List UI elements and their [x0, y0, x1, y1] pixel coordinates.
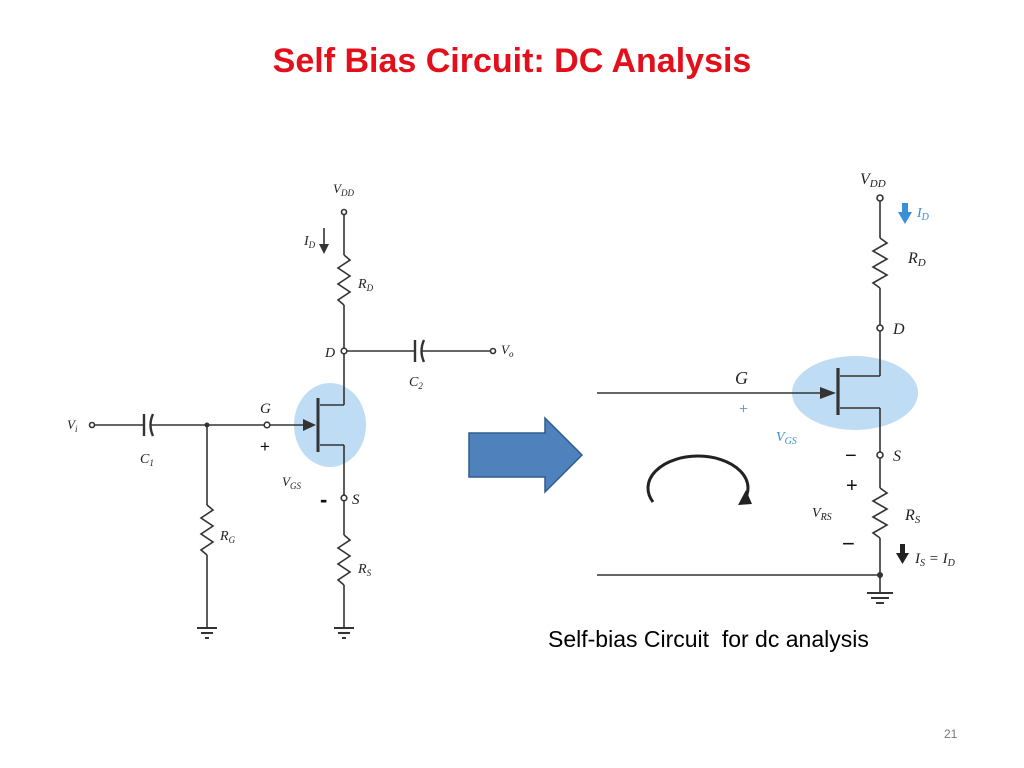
left-vi-label: V: [67, 417, 77, 432]
left-vi-terminal: [88, 421, 96, 429]
right-jfet-highlight: [792, 356, 918, 430]
left-vo-terminal: [489, 347, 497, 355]
left-d-label: D: [324, 346, 335, 361]
left-g-node: [263, 421, 271, 429]
left-vgs-label: V: [282, 474, 292, 489]
svg-text:VRS: VRS: [812, 506, 832, 523]
svg-text:Vo: Vo: [501, 342, 514, 359]
svg-text:RD: RD: [357, 277, 374, 293]
svg-text:C1: C1: [140, 452, 154, 468]
left-id-arrow: [319, 244, 329, 254]
page-number: 21: [944, 727, 958, 741]
left-s-node: [340, 494, 348, 502]
right-vgs-label: V: [776, 430, 786, 445]
loop-arrow: [646, 454, 750, 503]
right-g-label: G: [735, 368, 748, 388]
right-minus-label: −: [845, 445, 857, 467]
right-s-node: [876, 451, 884, 459]
left-labels: VDD ID RD D C2 Vo Vi C1 G + VGS - S RG R…: [67, 181, 514, 578]
left-vdd-terminal: [340, 208, 348, 216]
svg-text:VDD: VDD: [333, 181, 354, 198]
right-is-label: I: [914, 551, 921, 567]
right-d-label: D: [892, 321, 905, 338]
right-d-node: [876, 324, 884, 332]
left-minus-label: -: [320, 487, 327, 512]
svg-text:RS: RS: [357, 562, 372, 578]
svg-text:ID: ID: [303, 234, 316, 250]
left-jfet-highlight: [294, 383, 366, 467]
right-vrs-plus-label: +: [846, 475, 858, 497]
right-labels: VDD ID RD D G + VGS − S + VRS − RS IS = …: [735, 171, 956, 569]
svg-text:ID: ID: [916, 206, 930, 223]
right-plus-label: +: [738, 401, 749, 418]
right-gate-arrow: [820, 387, 836, 399]
right-rs-resistor: [871, 487, 889, 539]
left-vo-label: V: [501, 342, 511, 357]
left-rd-label: R: [357, 277, 367, 292]
svg-text:C2: C2: [409, 375, 423, 391]
svg-text:VGS: VGS: [776, 430, 797, 447]
left-c1-label: C: [140, 452, 150, 467]
figure-caption: Self-bias Circuit for dc analysis: [548, 626, 869, 652]
left-vdd-label: V: [333, 181, 343, 196]
left-rd-resistor: [336, 254, 352, 306]
left-g-label: G: [260, 401, 271, 417]
slide-title: Self Bias Circuit: DC Analysis: [272, 42, 752, 80]
left-plus-label: +: [260, 437, 270, 456]
left-rg-label: R: [219, 529, 229, 544]
right-id-label: I: [916, 206, 923, 221]
left-circuit: [88, 208, 497, 639]
svg-text:VDD: VDD: [860, 171, 886, 190]
left-id-label: I: [303, 234, 310, 249]
right-circuit: [597, 194, 918, 604]
svg-text:RG: RG: [219, 529, 236, 545]
svg-text:Vi: Vi: [67, 417, 78, 434]
right-vrs-label: V: [812, 506, 822, 521]
right-id-arrow: [898, 203, 912, 224]
right-rd-resistor: [871, 237, 889, 289]
right-s-label: S: [893, 448, 901, 465]
left-rs-resistor: [336, 534, 352, 586]
left-d-node: [340, 347, 348, 355]
right-rd-label: R: [907, 250, 918, 267]
left-rs-label: R: [357, 562, 367, 577]
svg-text:VGS: VGS: [282, 474, 301, 491]
right-vrs-minus-label: −: [842, 531, 855, 556]
right-rs-label: R: [904, 507, 915, 524]
left-gate-arrow: [303, 419, 316, 431]
right-is-arrow: [896, 544, 909, 564]
svg-text:RD: RD: [907, 250, 926, 269]
svg-text:RS: RS: [904, 507, 921, 526]
svg-text:IS = ID: IS = ID: [914, 551, 956, 569]
right-block-arrow: [468, 416, 584, 494]
left-s-label: S: [352, 492, 360, 508]
right-vdd-terminal: [876, 194, 884, 202]
right-vdd-label: V: [860, 171, 872, 188]
left-c2-label: C: [409, 375, 419, 390]
left-rg-resistor: [199, 504, 215, 556]
